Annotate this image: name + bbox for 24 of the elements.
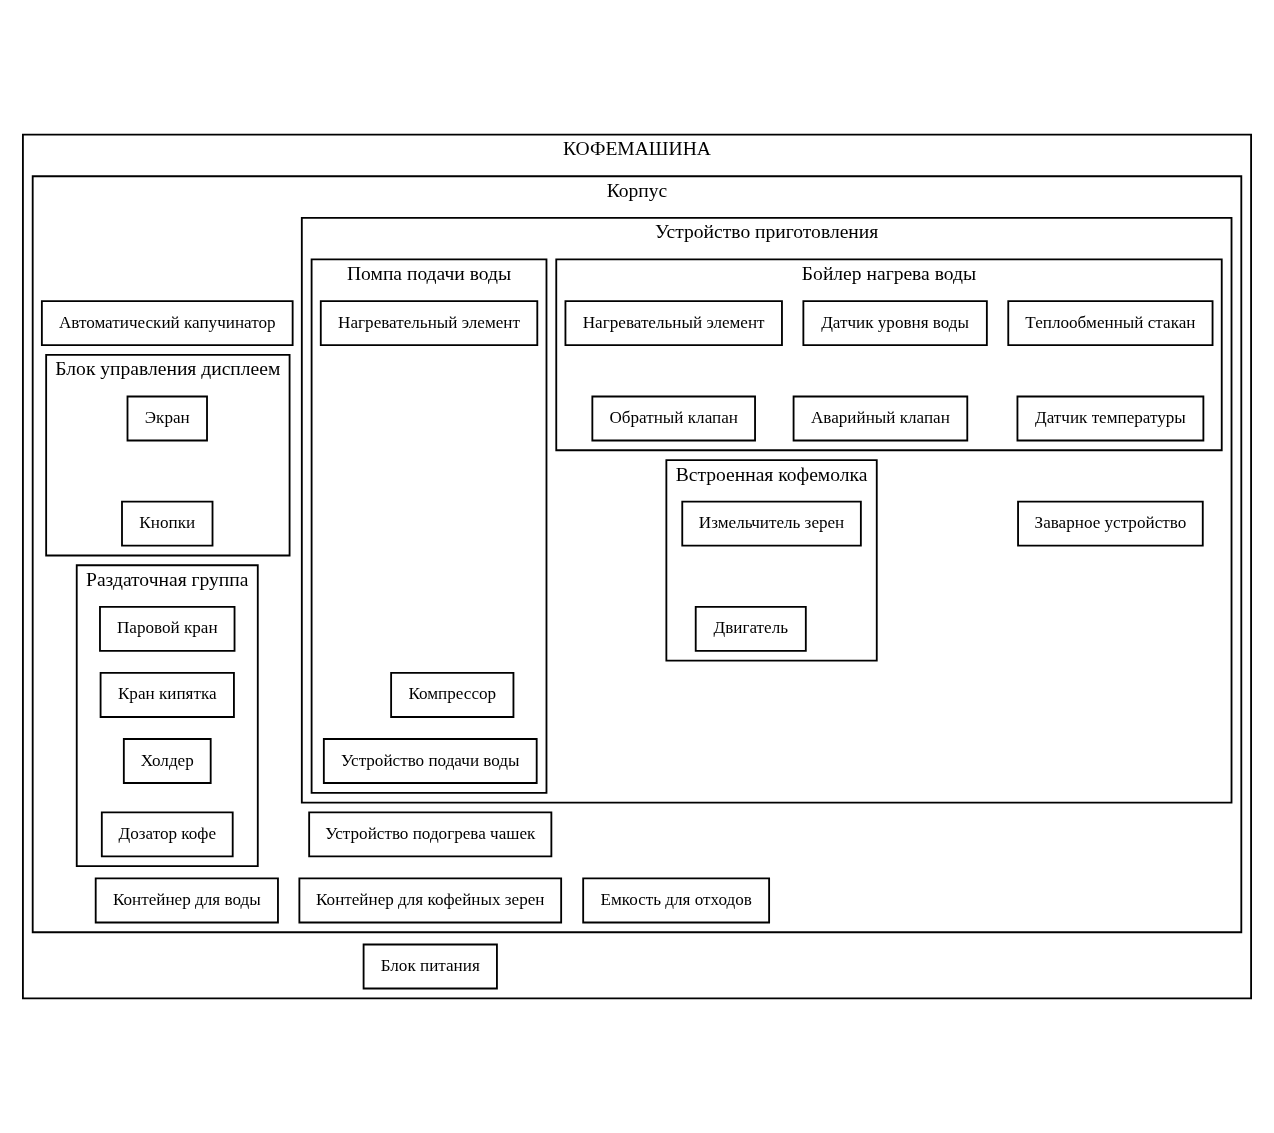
node-box: Устройство подачи воды xyxy=(322,738,538,784)
node-box: Контейнер для воды xyxy=(94,877,279,924)
node-box: Двигатель xyxy=(694,605,807,652)
node-box: Нагревательный элемент xyxy=(564,300,783,346)
node-box: Датчик температуры xyxy=(1016,395,1205,442)
node-box: Автоматический капучинатор xyxy=(40,300,294,346)
node-box: Аварийный клапан xyxy=(792,395,969,442)
node-box: Блок питания xyxy=(362,943,498,990)
node-box: Компрессор xyxy=(390,672,515,718)
node-box: Кнопки xyxy=(121,500,214,547)
node-box: Кран кипятка xyxy=(99,672,235,718)
node-box: Нагревательный элемент xyxy=(319,300,539,346)
node-box: Экран xyxy=(126,395,208,442)
node-box: Дозатор кофе xyxy=(100,811,234,858)
node-box: Холдер xyxy=(122,738,212,784)
node-box: Датчик уровня воды xyxy=(802,300,988,346)
node-box: Обратный клапан xyxy=(591,395,756,442)
node-box: Контейнер для кофейных зерен xyxy=(298,877,563,924)
node-box: Емкость для отходов xyxy=(582,877,771,924)
node-box: Заварное устройство xyxy=(1017,500,1204,547)
node-box: Паровой кран xyxy=(99,605,236,652)
node-box: Теплообменный стакан xyxy=(1007,300,1214,346)
node-box: Устройство подогрева чашек xyxy=(308,811,553,858)
node-box: Измельчитель зерен xyxy=(681,500,862,547)
